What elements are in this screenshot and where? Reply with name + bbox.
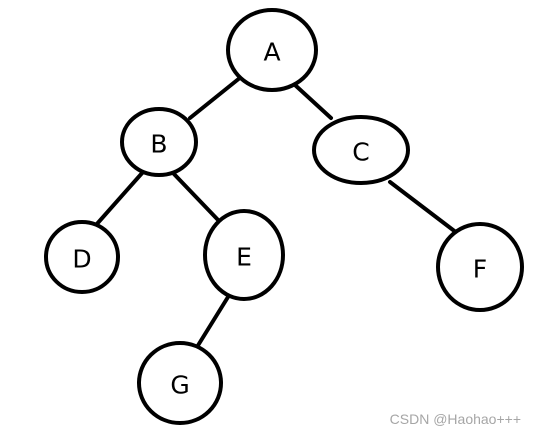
node-circle-f (436, 222, 524, 312)
node-label-g: G (170, 371, 189, 400)
edge-e-g (195, 295, 230, 349)
node-circle-g (137, 341, 223, 425)
node-circle-a (226, 8, 318, 92)
node-label-c: C (352, 138, 369, 167)
tree-node-c: C (312, 115, 410, 185)
tree-edges (94, 75, 459, 349)
node-circle-d (44, 220, 120, 294)
node-circle-c (312, 115, 410, 185)
tree-node-a: A (226, 8, 318, 92)
node-label-f: F (473, 255, 487, 284)
node-label-e: E (236, 243, 252, 272)
tree-node-e: E (203, 209, 285, 301)
node-circle-e (203, 209, 285, 301)
tree-node-g: G (137, 341, 223, 425)
tree-node-f: F (436, 222, 524, 312)
node-circle-b (120, 107, 198, 177)
node-label-b: B (150, 130, 167, 159)
edge-b-d (94, 170, 145, 227)
node-label-d: D (72, 245, 91, 274)
node-label-a: A (263, 38, 280, 67)
watermark: CSDN @Haohao+++ (389, 411, 521, 427)
tree-node-b: B (120, 107, 198, 177)
edge-a-c (293, 83, 333, 120)
tree-nodes: A B C D E F G (44, 8, 524, 425)
tree-node-d: D (44, 220, 120, 294)
edge-b-e (172, 172, 222, 224)
edge-c-f (388, 180, 459, 235)
edge-a-b (188, 75, 243, 120)
